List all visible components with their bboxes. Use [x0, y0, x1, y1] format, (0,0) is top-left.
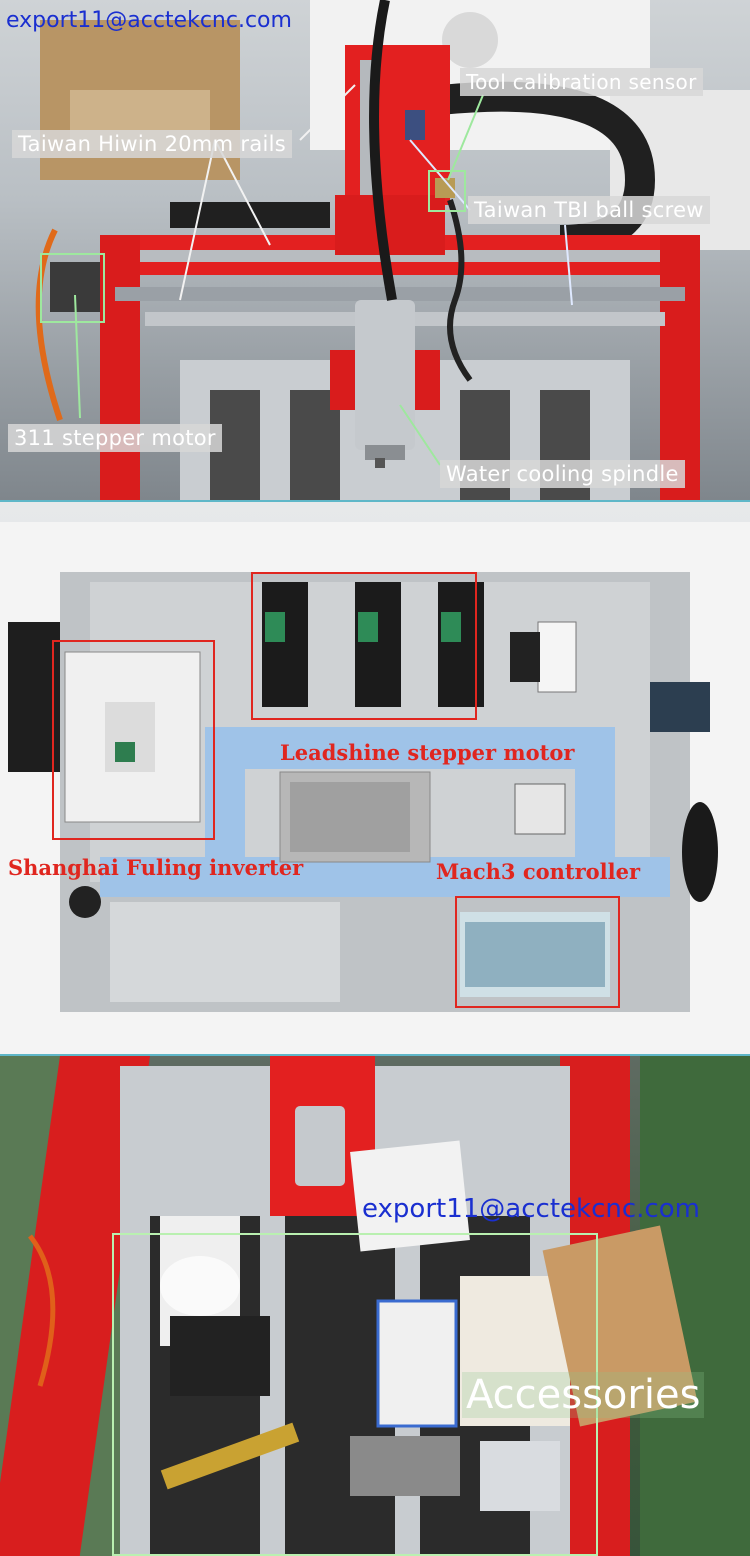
cable-duct-bottom — [100, 857, 670, 897]
contact-email[interactable]: export11@acctekcnc.com — [362, 1194, 700, 1224]
cable-chain — [438, 81, 656, 255]
accessories-highlight-box — [112, 1233, 598, 1556]
clamp-set — [160, 1422, 300, 1490]
label-spindle: Water cooling spindle — [440, 460, 685, 488]
spindle — [355, 300, 415, 450]
label-rails: Taiwan Hiwin 20mm rails — [12, 130, 293, 158]
inverter-highlight-box — [52, 640, 215, 840]
label-stepper-motor: 311 stepper motor — [8, 424, 222, 452]
sensor-highlight-box — [428, 170, 466, 212]
label-inverter: Shanghai Fuling inverter — [8, 855, 304, 880]
accessories-illustration — [0, 1056, 750, 1556]
mach3-highlight-box — [455, 896, 620, 1008]
machine-illustration — [35, 0, 750, 500]
contact-email[interactable]: export11@acctekcnc.com — [6, 8, 292, 33]
accessory-box-open — [460, 1276, 570, 1426]
label-tool-sensor: Tool calibration sensor — [460, 68, 703, 96]
divider — [0, 500, 750, 502]
divider — [0, 1054, 750, 1056]
cabinet-illustration — [0, 522, 750, 1054]
stepper-driver-2 — [355, 582, 401, 707]
motor-highlight-box — [40, 253, 105, 323]
cooling-fan — [8, 622, 60, 772]
circuit-breaker — [537, 621, 577, 693]
stepper-driver-1 — [262, 582, 308, 707]
drivers-highlight-box — [251, 572, 477, 720]
spindle — [295, 1106, 345, 1186]
label-mach3: Mach3 controller — [436, 859, 641, 884]
accessories-title: Accessories — [462, 1372, 705, 1418]
frame-left — [0, 1056, 150, 1556]
accessory-box-blue — [376, 1299, 458, 1428]
label-ball-screw: Taiwan TBI ball screw — [468, 196, 710, 224]
cable-duct-top — [205, 727, 615, 769]
label-leadshine: Leadshine stepper motor — [280, 740, 575, 765]
linear-rail — [140, 250, 660, 262]
emi-filter — [514, 783, 566, 835]
panel-accessories: export11@acctekcnc.com Accessories — [0, 1056, 750, 1556]
tool-sensor — [435, 178, 455, 198]
hex-key-set — [350, 1436, 460, 1496]
panel-machine-overview: export11@acctekcnc.com Tool calibration … — [0, 0, 750, 500]
panel-electrical-cabinet: Leadshine stepper motor Shanghai Fuling … — [0, 502, 750, 1054]
ball-screw — [115, 287, 685, 301]
